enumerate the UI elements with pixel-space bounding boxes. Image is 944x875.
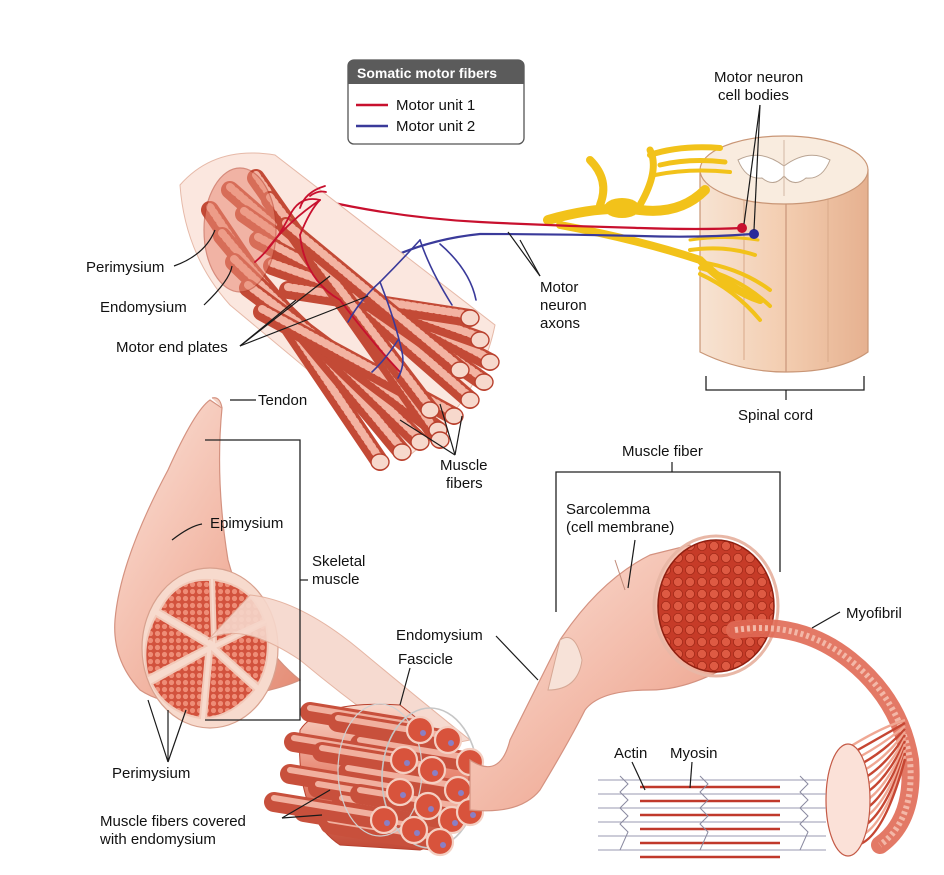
nucleus	[420, 730, 426, 736]
nucleus	[404, 760, 410, 766]
nucleus	[428, 806, 434, 812]
label-skeletal-muscle: Skeletal muscle	[312, 553, 370, 588]
nucleus	[452, 820, 458, 826]
fiber-end	[371, 454, 389, 470]
legend: Somatic motor fibers Motor unit 1 Motor …	[348, 60, 524, 144]
fascicle-fiber-end	[391, 747, 417, 773]
label-sarcolemma: Sarcolemma (cell membrane)	[566, 501, 674, 536]
fiber-end	[481, 354, 499, 370]
z-disc	[620, 776, 628, 850]
label-tendon: Tendon	[258, 392, 307, 409]
nucleus	[448, 740, 454, 746]
fascicle-fiber-end	[435, 727, 461, 753]
fascicle-fiber-end	[415, 793, 441, 819]
nucleus	[400, 792, 406, 798]
fiber-end	[461, 392, 479, 408]
label-perimysium-bottom: Perimysium	[112, 765, 190, 782]
legend-title: Somatic motor fibers	[357, 65, 497, 81]
label-myofibril: Myofibril	[846, 605, 902, 622]
fascicle-fiber-end	[407, 717, 433, 743]
fiber-end	[475, 374, 493, 390]
nucleus	[458, 790, 464, 796]
label-endomysium-top: Endomysium	[100, 299, 187, 316]
label-fascicle: Fascicle	[398, 651, 453, 668]
fascicle-illustration	[274, 704, 483, 855]
nucleus	[440, 842, 446, 848]
skeletal-muscle-illustration	[115, 398, 470, 750]
nucleus	[470, 812, 476, 818]
fascicle-fiber-end	[371, 807, 397, 833]
label-muscle-fibers: Muscle fibers	[440, 457, 492, 492]
label-epimysium: Epimysium	[210, 515, 283, 532]
sarcomere-illustration	[598, 776, 826, 857]
fiber-end	[471, 332, 489, 348]
z-disc	[800, 776, 808, 850]
fascicle-fiber-end	[427, 829, 453, 855]
nucleus	[432, 770, 438, 776]
fiber-end	[451, 362, 469, 378]
label-perimysium-top: Perimysium	[86, 259, 164, 276]
label-motor-neuron-cell-bodies: Motor neuron cell bodies	[714, 69, 807, 104]
label-motor-end-plates: Motor end plates	[116, 339, 228, 356]
label-muscle-fiber: Muscle fiber	[622, 443, 703, 460]
fascicle-fiber-end	[401, 817, 427, 843]
label-muscle-fibers-covered: Muscle fibers covered with endomysium	[99, 813, 250, 848]
fascicle-fiber-end	[387, 779, 413, 805]
label-endomysium-bottom: Endomysium	[396, 627, 483, 644]
fascicle-fiber-end	[419, 757, 445, 783]
legend-label-motor-unit-2: Motor unit 2	[396, 118, 475, 135]
nucleus	[414, 830, 420, 836]
legend-label-motor-unit-1: Motor unit 1	[396, 97, 475, 114]
label-motor-neuron-axons: Motor neuron axons	[540, 279, 591, 332]
nucleus	[384, 820, 390, 826]
top-muscle-bundle	[180, 153, 499, 470]
fiber-end	[393, 444, 411, 460]
label-myosin: Myosin	[670, 745, 718, 762]
label-actin: Actin	[614, 745, 647, 762]
fiber-end	[421, 402, 439, 418]
fiber-end	[461, 310, 479, 326]
fiber-end	[445, 408, 463, 424]
label-spinal-cord: Spinal cord	[738, 407, 813, 424]
